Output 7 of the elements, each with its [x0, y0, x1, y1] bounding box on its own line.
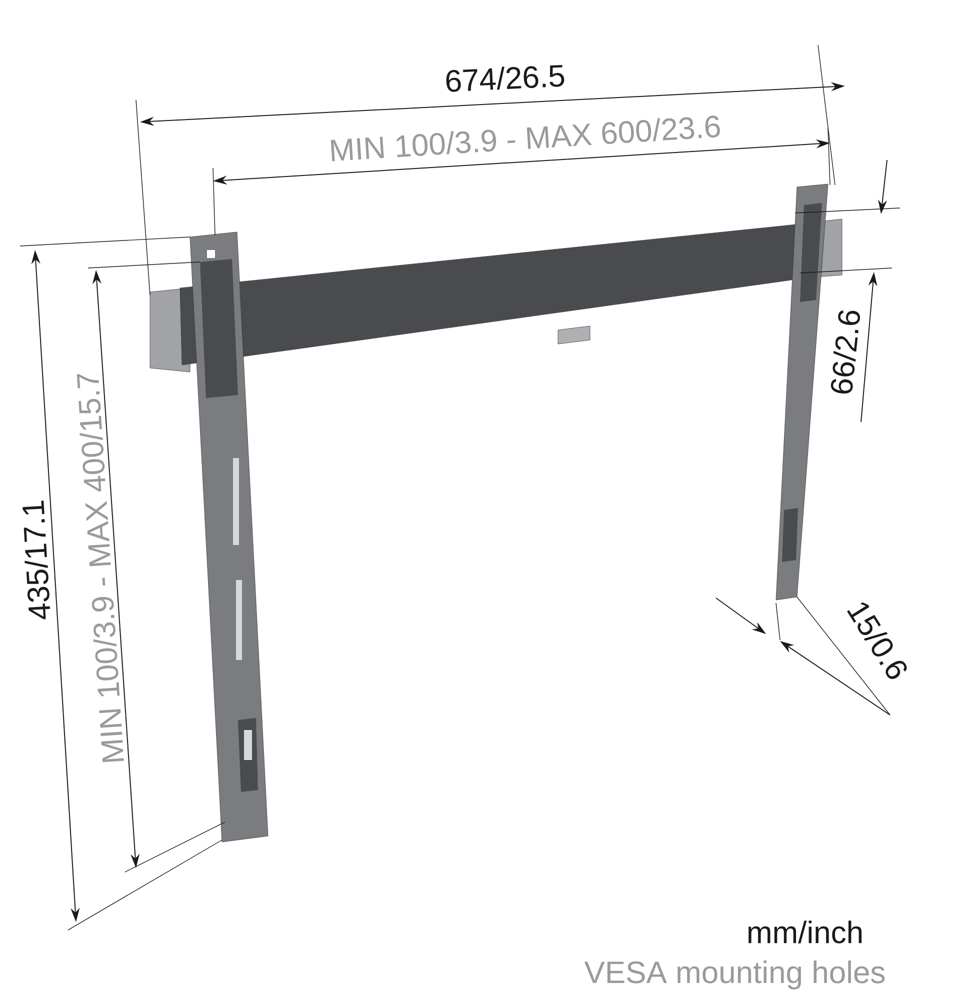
dimension-label: MIN 100/3.9 - MAX 600/23.6: [330, 116, 720, 162]
dimension-label: 674/26.5: [446, 64, 564, 92]
dimension-label: 435/17.1: [22, 500, 50, 620]
dimension-label: VESA mounting holes: [584, 960, 885, 990]
dimension-label: 66/2.6: [830, 310, 860, 394]
dimension-label: mm/inch: [748, 920, 862, 944]
dimension-label: MIN 100/3.9 - MAX 400/15.7: [76, 374, 124, 762]
